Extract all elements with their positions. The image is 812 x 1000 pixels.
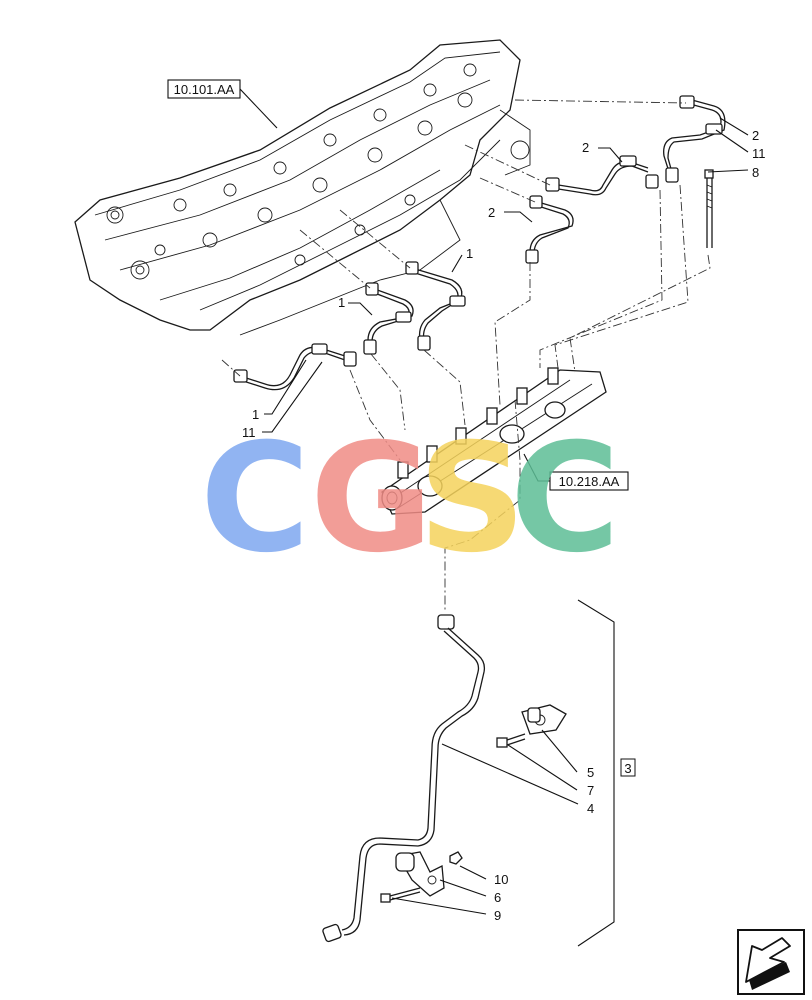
bolt-8: [704, 169, 714, 248]
assembly-lines: [221, 99, 711, 612]
callout-2: 2: [582, 140, 589, 155]
callout-3-box: 3: [620, 758, 636, 777]
callout-2: 2: [488, 205, 495, 220]
callout-11: 11: [242, 425, 256, 440]
watermark-logo: C G S C: [200, 412, 620, 586]
nut-10: [449, 851, 463, 865]
callout-5: 5: [587, 765, 594, 780]
clamp-6: [395, 851, 445, 897]
return-pipe-4: [322, 614, 486, 943]
next-page-arrow-icon[interactable]: [737, 929, 805, 995]
watermark-letter-g: G: [310, 412, 433, 586]
leader-lines: [239, 88, 749, 915]
fuel-rail: [381, 367, 607, 515]
bolt-7: [496, 733, 526, 748]
callout-1: 1: [466, 246, 473, 261]
callout-4: 4: [587, 801, 594, 816]
watermark-letter-c: C: [510, 412, 620, 586]
svg-text:10.101.AA: 10.101.AA: [174, 82, 235, 97]
callout-1: 1: [338, 295, 345, 310]
injector-pipes: [233, 95, 726, 391]
group-3-bracket: [577, 599, 615, 947]
callout-8: 8: [752, 165, 759, 180]
callout-10: 10: [494, 872, 508, 887]
callout-2: 2: [752, 128, 759, 143]
callout-9: 9: [494, 908, 501, 923]
callout-1: 1: [252, 407, 259, 422]
callout-11: 11: [752, 146, 766, 161]
callouts: 2 11 8 2 2 1 1 1 11 5 7 4 10 6 9 3: [242, 128, 766, 923]
callout-7: 7: [587, 783, 594, 798]
cylinder-head: [74, 39, 531, 336]
watermark-letter-c: C: [200, 412, 310, 586]
ref-fuel-rail[interactable]: 10.218.AA: [549, 471, 629, 491]
clamp-5: [521, 704, 567, 735]
ref-cylinder-head[interactable]: 10.101.AA: [167, 79, 241, 99]
callout-3: 3: [624, 761, 631, 776]
svg-text:10.218.AA: 10.218.AA: [559, 474, 620, 489]
watermark-letter-s: S: [418, 412, 526, 586]
callout-6: 6: [494, 890, 501, 905]
